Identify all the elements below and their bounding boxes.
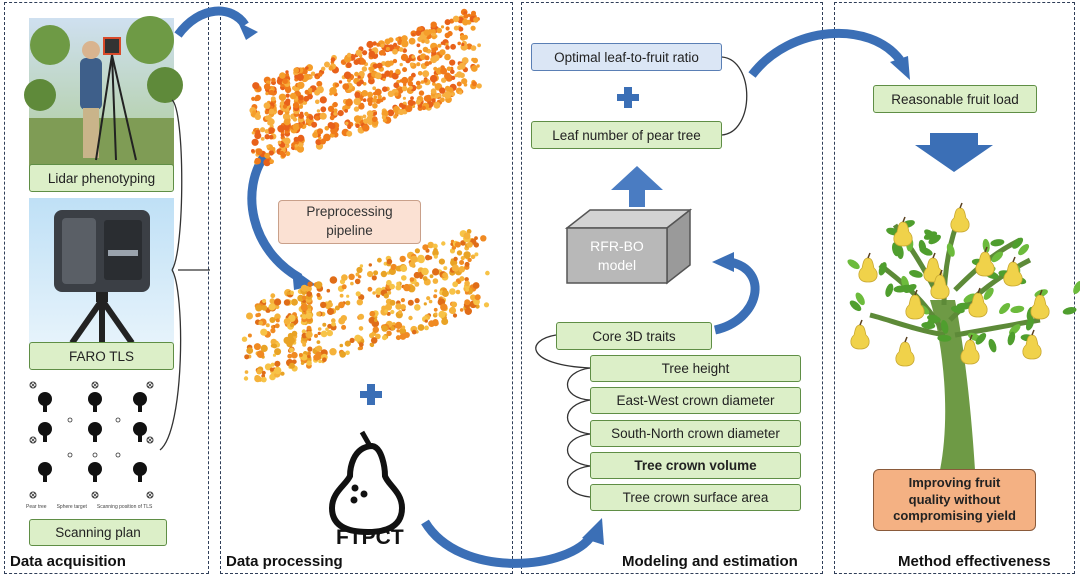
panel-label-processing: Data processing [226,553,343,570]
trait-crown-volume: Tree crown volume [590,452,801,479]
preprocessing-pipeline-box: Preprocessing pipeline [278,200,421,244]
modeling-connectors [535,56,748,498]
faro-tls-label: FARO TLS [29,342,174,370]
plus-icons [360,87,639,405]
acquisition-bracket [159,99,210,451]
point-cloud-processed [241,229,490,383]
flow-arrows [174,6,993,568]
trait-sn-crown-diameter: South-North crown diameter [590,420,801,447]
lidar-photo [24,16,183,188]
plan-legend: Pear tree Sphere target Scanning positio… [26,504,152,510]
leaf-number-box: Leaf number of pear tree [531,121,722,149]
point-cloud-raw [249,8,482,167]
panel-data-processing [220,2,513,574]
scanning-plan-map [22,375,174,515]
panel-label-effectiveness: Method effectiveness [898,553,1051,570]
core-3d-traits-box: Core 3D traits [556,322,712,350]
rfr-bo-model-label: RFR-BO model [590,238,644,273]
reasonable-fruit-load-box: Reasonable fruit load [873,85,1037,113]
panel-data-acquisition [4,2,209,574]
plan-legend-sphere-target: Sphere target [56,504,87,510]
lidar-phenotyping-label: Lidar phenotyping [29,164,174,192]
trait-tree-height: Tree height [590,355,801,382]
panel-label-modeling: Modeling and estimation [622,553,798,570]
scanning-plan-label: Scanning plan [29,519,167,546]
trait-crown-surface-area: Tree crown surface area [590,484,801,511]
faro-tls-image [29,198,174,345]
plan-legend-pear-tree: Pear tree [26,504,47,510]
panel-label-acquisition: Data acquisition [10,553,126,570]
plan-legend-scan-position: Scanning position of TLS [96,504,153,510]
rfr-bo-cube [564,208,693,285]
pear-logo-icon [328,430,406,536]
pear-tree-illustration [847,202,1080,470]
leaf-fruit-ratio-box: Optimal leaf-to-fruit ratio [531,43,722,71]
trait-ew-crown-diameter: East-West crown diameter [590,387,801,414]
outcome-box: Improving fruit quality without compromi… [873,469,1036,531]
panel-modeling [521,2,823,574]
ftpct-logo-text: FTPCT [336,526,404,549]
